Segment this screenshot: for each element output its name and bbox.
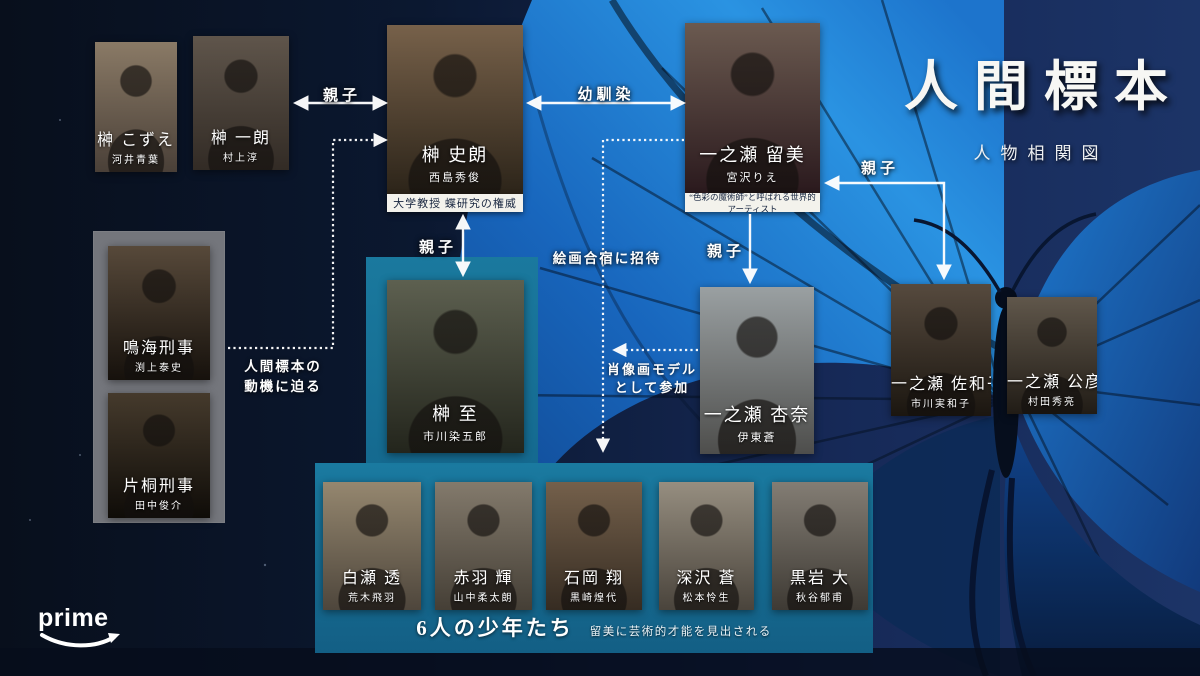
- six-boys-title: 6人の少年たち: [416, 616, 574, 640]
- character-card-akabane: 赤羽 輝 山中柔太朗: [435, 482, 532, 610]
- actor-name: 伊東蒼: [737, 432, 777, 444]
- character-name: 榊 一朗: [210, 130, 271, 147]
- portrait-model-line1: 肖像画モデル: [606, 362, 697, 377]
- relation-label-childhood-friend: 幼馴染: [577, 87, 635, 103]
- character-name: 榊 史朗: [421, 145, 489, 165]
- actor-name: 村上淳: [223, 153, 259, 164]
- character-name: 一之瀬 杏奈: [703, 405, 811, 425]
- actor-name: 河井青葉: [112, 155, 160, 166]
- character-card-ishioka: 石岡 翔 黒崎煌代: [546, 482, 642, 610]
- character-card-fukazawa: 深沢 蒼 松本怜生: [659, 482, 754, 610]
- photo-kozue: [95, 42, 177, 172]
- photo-itaru: [387, 280, 524, 453]
- character-name: 鳴海刑事: [122, 340, 195, 357]
- character-card-anna: 一之瀬 杏奈 伊東蒼: [700, 287, 814, 454]
- photo-narumi: [108, 246, 210, 380]
- butterfly-lower-right-wing: [1003, 420, 1200, 676]
- title-block: 人間標本 人物相関図: [880, 42, 1192, 164]
- character-name: 黒岩 大: [789, 570, 850, 587]
- character-card-katagiri: 片桐刑事 田中俊介: [108, 393, 210, 518]
- actor-name: 黒崎煌代: [570, 593, 618, 604]
- actor-name: 秋谷郁甫: [796, 593, 844, 604]
- character-name: 一之瀬 公彦: [1007, 374, 1097, 391]
- actor-name: 西島秀俊: [429, 172, 481, 184]
- character-name: 片桐刑事: [122, 478, 195, 495]
- relation-label-parent-child-right: 親子: [860, 161, 899, 177]
- character-name: 榊 こずえ: [97, 132, 175, 149]
- prime-logo: prime: [38, 604, 122, 651]
- photo-ishioka: [546, 482, 642, 610]
- character-name: 石岡 翔: [563, 570, 624, 587]
- character-card-ichiro: 榊 一朗 村上淳: [193, 36, 289, 170]
- actor-name: 市川実和子: [911, 399, 971, 410]
- caption-shiro-role: 大学教授 蝶研究の権威: [387, 194, 523, 212]
- relation-label-camp-invite: 絵画合宿に招待: [552, 251, 662, 266]
- character-card-kuroiwa: 黒岩 大 秋谷郁甫: [772, 482, 868, 610]
- character-card-narumi: 鳴海刑事 渕上泰史: [108, 246, 210, 380]
- prime-logo-text: prime: [38, 604, 109, 632]
- six-boys-caption: 6人の少年たち 留美に芸術的才能を見出される: [315, 612, 873, 642]
- photo-shiro: [387, 25, 523, 194]
- character-card-kozue: 榊 こずえ 河井青葉: [95, 42, 177, 172]
- character-name: 一之瀬 留美: [699, 145, 806, 165]
- page-subtitle: 人物相関図: [973, 144, 1109, 163]
- actor-name: 荒木飛羽: [348, 593, 396, 604]
- relation-label-parent-child-left: 親子: [322, 88, 361, 104]
- character-card-itaru: 榊 至 市川染五郎: [387, 280, 524, 453]
- character-card-sawako: 一之瀬 佐和子 市川実和子: [891, 284, 991, 416]
- actor-name: 松本怜生: [682, 593, 731, 604]
- relation-label-portrait-model: 肖像画モデル として参加: [590, 361, 714, 397]
- caption-rumi-role: “色彩の魔術師”と呼ばれる世界的アーティスト: [685, 192, 820, 214]
- character-card-shiro: 榊 史朗 西島秀俊: [387, 25, 523, 194]
- butterfly-lower-left-wing: [805, 415, 1000, 676]
- motive-line2: 動機に迫る: [244, 379, 322, 394]
- relation-label-parent-child-anna: 親子: [706, 244, 745, 260]
- actor-name: 渕上泰史: [135, 363, 183, 374]
- butterfly-antenna-right: [1011, 212, 1097, 291]
- character-name: 榊 至: [432, 404, 479, 424]
- photo-fukazawa: [659, 482, 754, 610]
- six-boys-subtitle: 留美に芸術的才能を見出される: [589, 626, 772, 638]
- butterfly-right-wing: [1012, 170, 1200, 592]
- actor-name: 田中俊介: [135, 501, 183, 512]
- actor-name: 宮沢りえ: [726, 172, 779, 184]
- actor-name: 山中柔太朗: [453, 593, 514, 604]
- actor-name: 村田秀亮: [1028, 397, 1076, 408]
- character-name: 白瀬 透: [341, 570, 402, 587]
- photo-kimihiko: [1007, 297, 1097, 414]
- relation-label-parent-child-center: 親子: [418, 240, 457, 256]
- page-title: 人間標本: [904, 57, 1184, 117]
- photo-akabane: [435, 482, 532, 610]
- photo-sawako: [891, 284, 991, 416]
- photo-katagiri: [108, 393, 210, 518]
- photo-shirase: [323, 482, 421, 610]
- character-name: 深沢 蒼: [676, 570, 737, 587]
- character-card-kimihiko: 一之瀬 公彦 村田秀亮: [1007, 297, 1097, 414]
- motive-line1: 人間標本の: [244, 359, 322, 374]
- actor-name: 市川染五郎: [423, 431, 488, 443]
- character-name: 赤羽 輝: [453, 570, 514, 587]
- photo-kuroiwa: [772, 482, 868, 610]
- photo-rumi: [685, 23, 820, 194]
- relation-label-motive: 人間標本の 動機に迫る: [228, 357, 338, 397]
- character-name: 一之瀬 佐和子: [891, 376, 991, 393]
- character-card-rumi: 一之瀬 留美 宮沢りえ: [685, 23, 820, 194]
- photo-anna: [700, 287, 814, 454]
- character-card-shirase: 白瀬 透 荒木飛羽: [323, 482, 421, 610]
- portrait-model-line2: として参加: [614, 380, 690, 395]
- prime-smile-icon: [40, 633, 120, 648]
